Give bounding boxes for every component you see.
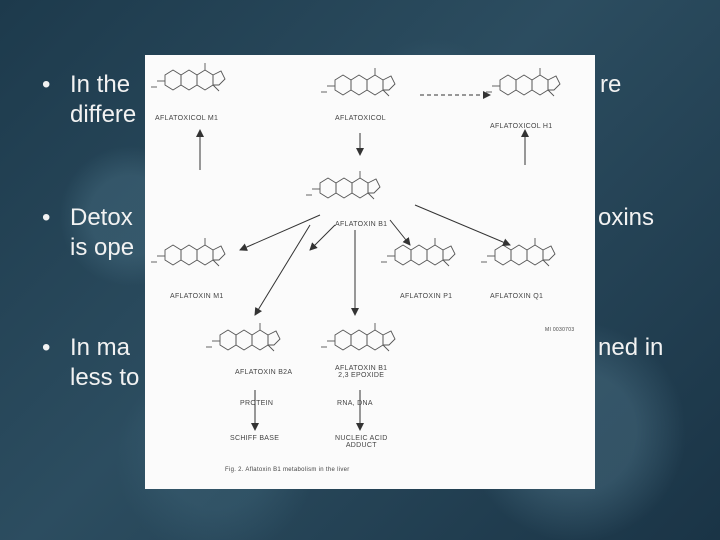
aflatoxicol-m1-structure	[150, 62, 226, 92]
label-nucleic-acid-adduct: NUCLEIC ACID ADDUCT	[335, 435, 388, 449]
bullet-1-line2: differe	[70, 101, 137, 128]
figure-code: MI 0030703	[545, 327, 575, 333]
aflatoxin-epoxide-structure	[320, 322, 396, 352]
figure-caption: Fig. 2. Aflatoxin B1 metabolism in the l…	[225, 467, 350, 473]
bullet-dot: •	[42, 334, 51, 361]
label-aflatoxin-p1: AFLATOXIN P1	[400, 293, 453, 300]
bullet-1-line1-right: re	[600, 71, 622, 98]
bullet-3-line2: less to	[70, 364, 140, 391]
label-aflatoxin-q1: AFLATOXIN Q1	[490, 293, 544, 300]
metabolism-diagram	[150, 62, 561, 431]
label-rna-dna: RNA, DNA	[337, 400, 373, 407]
aflatoxin-b1-structure	[305, 170, 381, 200]
aflatoxin-metabolism-figure: AFLATOXICOL M1 AFLATOXICOL AFLATOXICOL H…	[145, 55, 595, 489]
bullet-2-line1-right: oxins	[598, 204, 655, 231]
label-schiff-base: SCHIFF BASE	[230, 435, 280, 442]
aflatoxin-p1-structure	[380, 237, 456, 267]
aflatoxin-m1-structure	[150, 237, 226, 267]
label-aflatoxicol: AFLATOXICOL	[335, 115, 386, 122]
aflatoxin-q1-structure	[480, 237, 556, 267]
label-aflatoxicol-h1: AFLATOXICOL H1	[490, 123, 553, 130]
label-aflatoxin-b1: AFLATOXIN B1	[335, 221, 388, 228]
bullet-dot: •	[42, 71, 51, 98]
bullet-3-line1-right: ned in	[598, 334, 664, 361]
bullet-2-line2: is ope	[70, 234, 135, 261]
aflatoxicol-h1-structure	[485, 67, 561, 97]
label-aflatoxin-epoxide: AFLATOXIN B1 2,3 EPOXIDE	[335, 365, 388, 379]
bullet-2-line1: Detox	[70, 204, 133, 231]
bullet-dot: •	[42, 204, 51, 231]
bullet-3-line1: In ma	[70, 334, 131, 361]
label-protein: PROTEIN	[240, 400, 274, 407]
label-aflatoxin-m1: AFLATOXIN M1	[170, 293, 224, 300]
label-aflatoxin-b2a: AFLATOXIN B2A	[235, 369, 293, 376]
label-aflatoxicol-m1: AFLATOXICOL M1	[155, 115, 219, 122]
bullet-1-line1: In the	[70, 71, 131, 98]
aflatoxicol-structure	[320, 67, 396, 97]
aflatoxin-b2a-structure	[205, 322, 281, 352]
